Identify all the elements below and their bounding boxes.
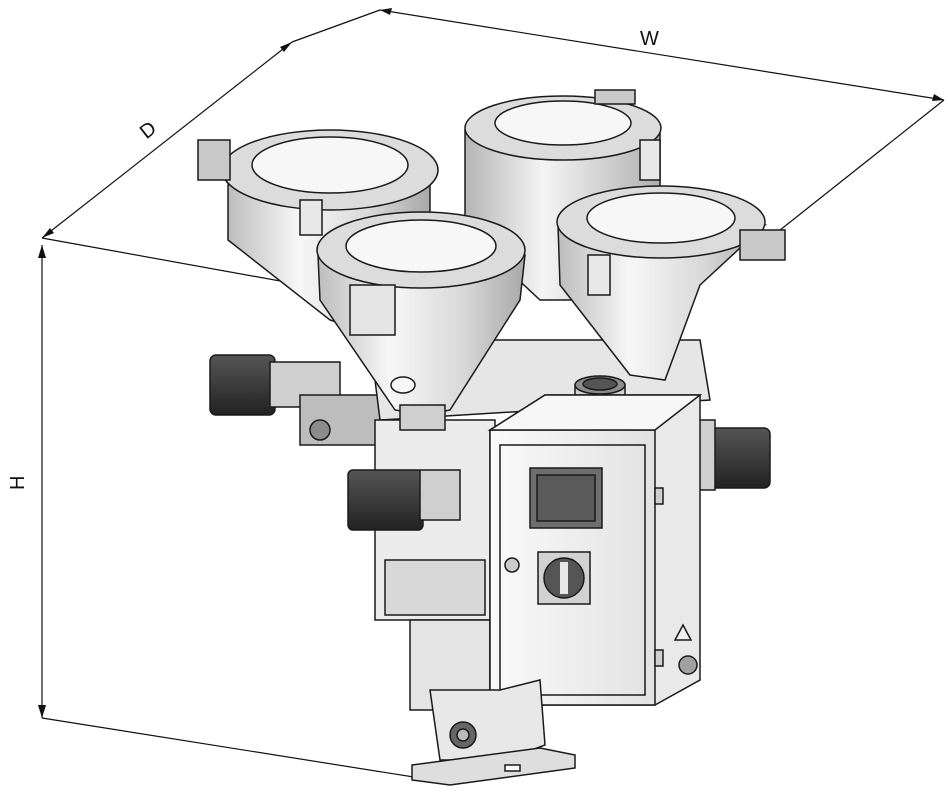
dimension-lines [38, 8, 945, 779]
hopper-front-left [316, 211, 526, 431]
control-cabinet [487, 394, 703, 706]
width-label: W [640, 28, 659, 50]
motor-lower [347, 469, 461, 531]
indicator-light [504, 557, 520, 573]
motor-right [689, 419, 771, 491]
cable-gland-icon [678, 655, 698, 675]
height-label: H [7, 476, 29, 490]
base-stand [411, 679, 576, 786]
hopper-front-right [556, 185, 786, 381]
warning-icon [673, 623, 693, 641]
depth-label: D [136, 117, 161, 143]
motor-left [209, 354, 381, 446]
